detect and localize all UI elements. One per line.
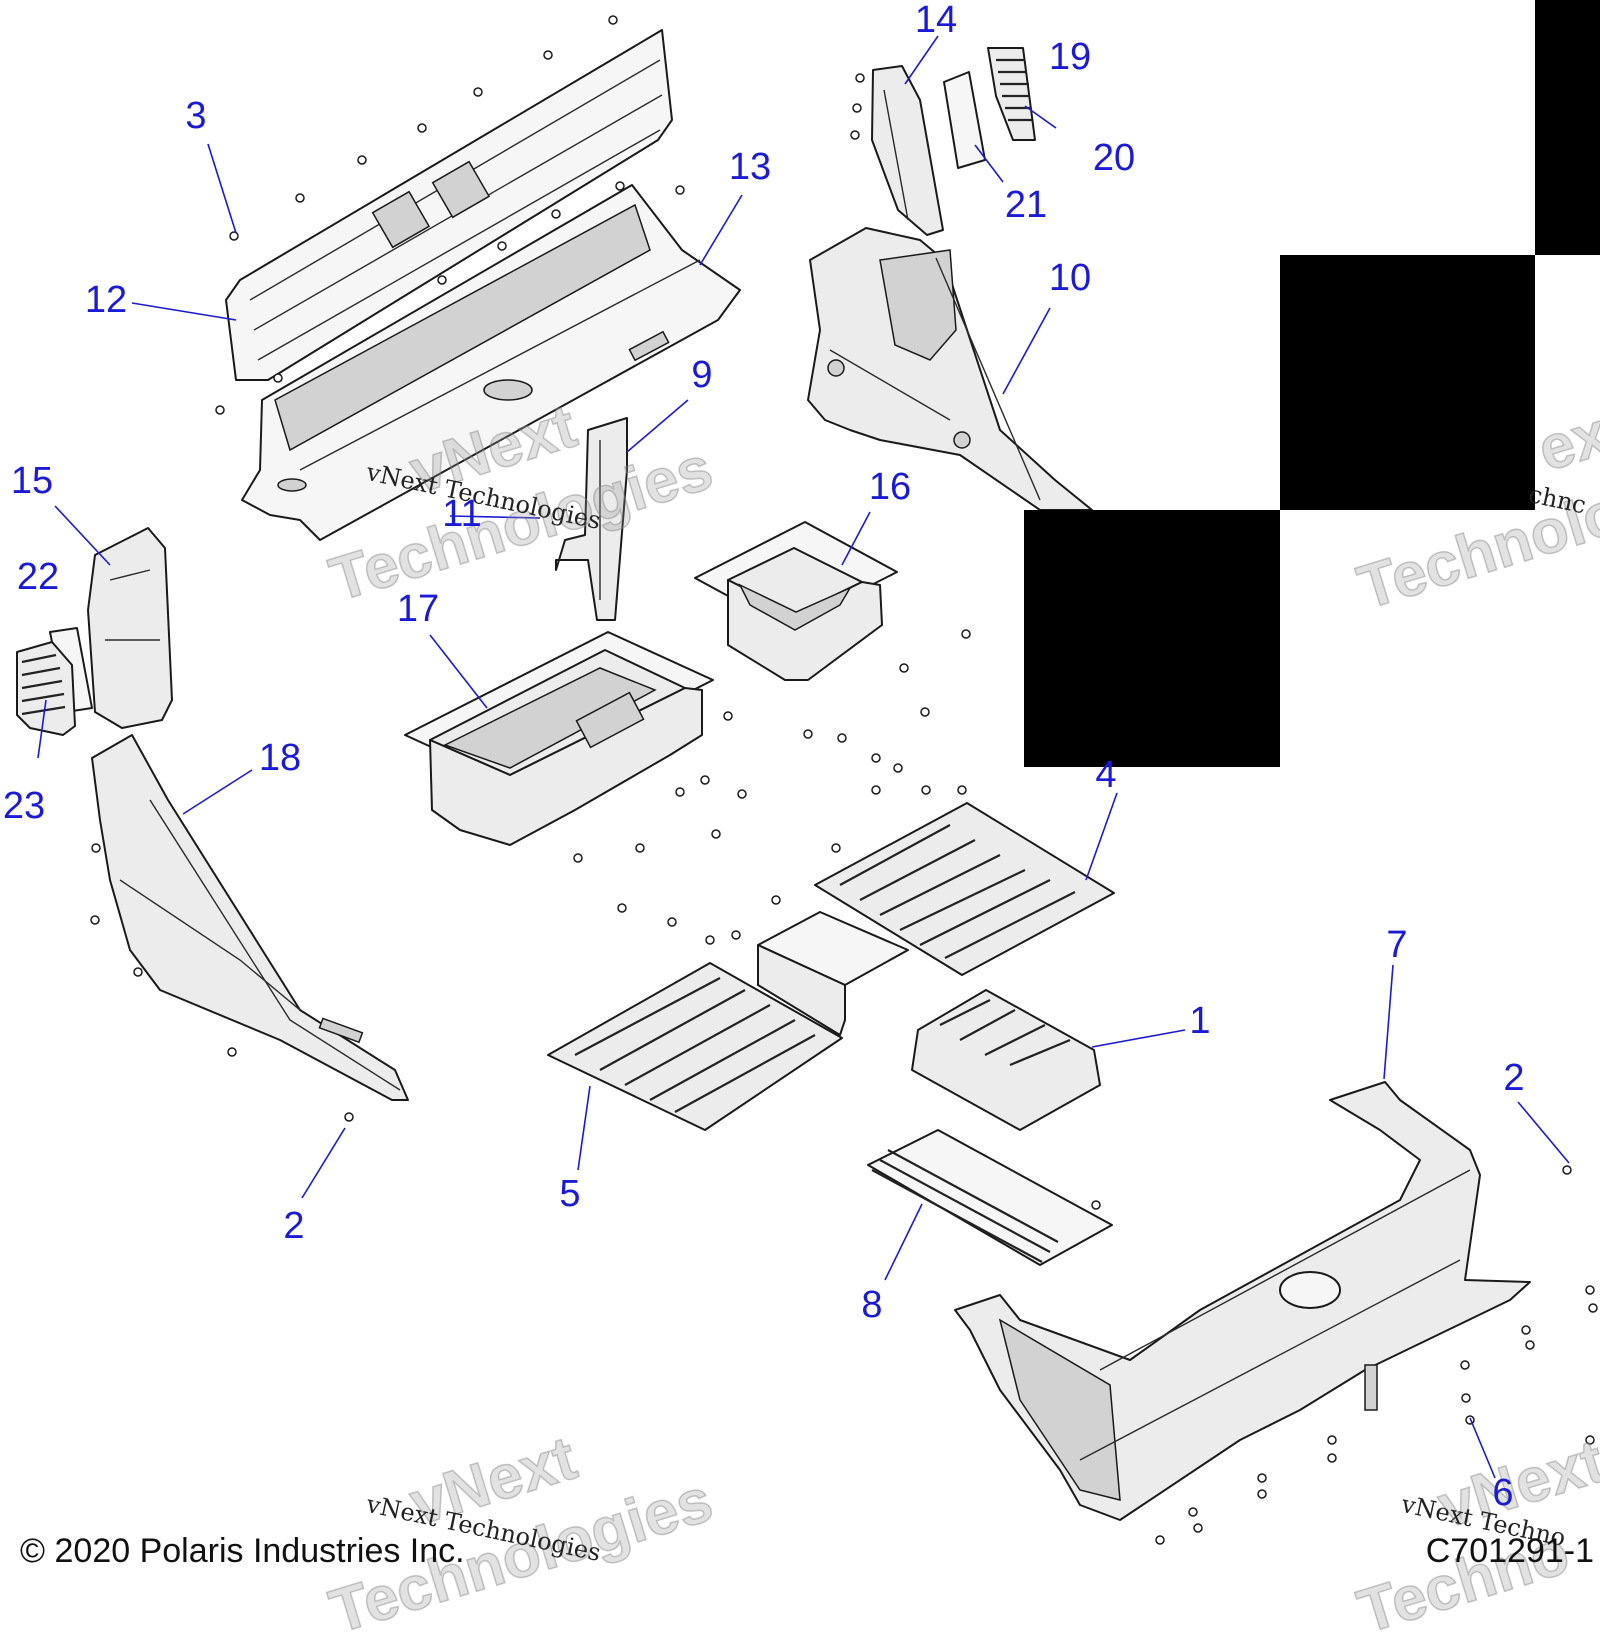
callout-22: 22 <box>16 556 60 598</box>
callout-2-left: 2 <box>283 1205 305 1247</box>
part-16-storage-bin <box>694 521 898 681</box>
part-15-side-panel <box>87 527 173 729</box>
center-tunnel-bracket <box>757 911 909 1036</box>
callout-21: 21 <box>1004 184 1048 226</box>
figure-id: C701291-1 <box>1425 1532 1594 1570</box>
callout-7: 7 <box>1386 924 1408 966</box>
part-4-floor-panel <box>814 802 1115 976</box>
callout-1: 1 <box>1189 1000 1211 1042</box>
callout-23: 23 <box>2 785 46 827</box>
part-7-cargo-tub <box>954 1081 1531 1521</box>
part-17-storage-bin <box>404 631 714 846</box>
part-14-side-panel <box>871 65 944 236</box>
part-5-floor-panel <box>547 962 843 1131</box>
callout-13: 13 <box>728 146 772 188</box>
part-19-vent-grille <box>987 47 1036 141</box>
callout-2-right: 2 <box>1503 1057 1525 1099</box>
part-13-bulkhead-tray <box>241 184 741 541</box>
callout-19: 19 <box>1048 36 1092 78</box>
redaction-block-top-right <box>1535 0 1600 255</box>
parts-diagram <box>16 15 1598 1545</box>
callout-14: 14 <box>914 0 958 41</box>
redaction-block-center <box>1024 510 1280 767</box>
part-8-rail-assembly <box>867 1129 1113 1266</box>
callout-6: 6 <box>1492 1472 1514 1514</box>
part-21-filter <box>943 71 986 169</box>
leader-lines <box>37 35 1570 1479</box>
part-12-rear-panel <box>225 29 673 381</box>
part-1-tunnel-cover <box>911 989 1101 1131</box>
part-18-left-rocker <box>91 734 409 1101</box>
redaction-block-middle-right <box>1280 255 1535 510</box>
callout-18: 18 <box>258 737 302 779</box>
callout-12: 12 <box>84 279 128 321</box>
callout-17: 17 <box>396 588 440 630</box>
callout-11: 11 <box>442 493 482 535</box>
callout-8: 8 <box>861 1284 883 1326</box>
callout-16: 16 <box>868 466 912 508</box>
callout-15: 15 <box>10 460 54 502</box>
part-9-bracket <box>555 417 628 621</box>
part-23-vent-grille <box>16 641 76 736</box>
fasteners <box>90 15 1598 1545</box>
callout-3: 3 <box>185 95 207 137</box>
copyright-text: © 2020 Polaris Industries Inc. <box>20 1532 465 1570</box>
callout-5: 5 <box>559 1173 581 1215</box>
callout-20: 20 <box>1092 137 1136 179</box>
callout-9: 9 <box>691 354 713 396</box>
callout-10: 10 <box>1048 257 1092 299</box>
callout-4: 4 <box>1095 754 1117 796</box>
